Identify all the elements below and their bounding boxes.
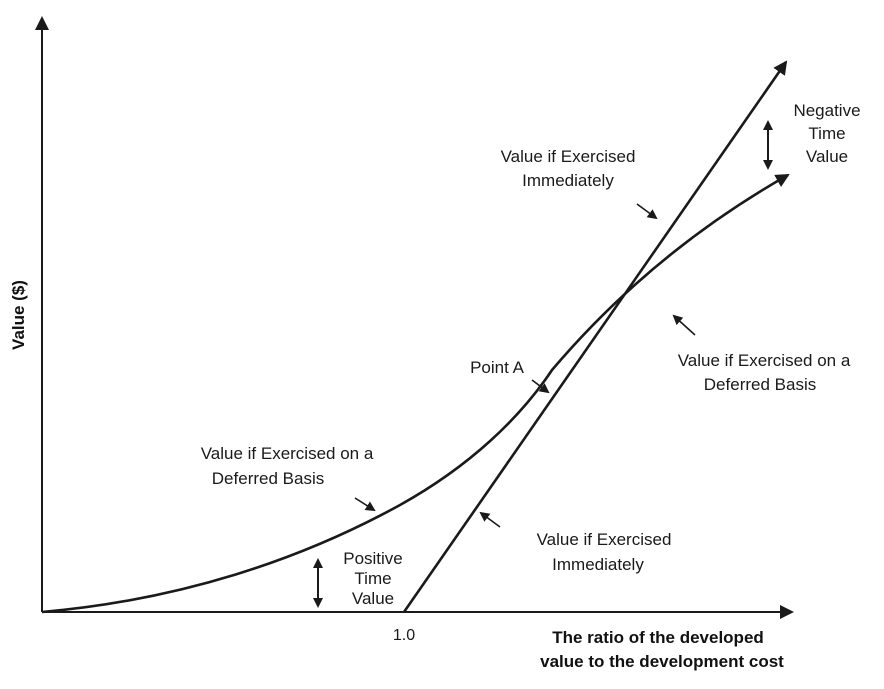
callout-arrow-immediate-upper	[636, 203, 658, 220]
label-immediate-lower-line1: Value if Exercised	[537, 530, 672, 549]
label-positive-time-value-line2: Time	[354, 569, 391, 588]
label-deferred-left-line2: Deferred Basis	[212, 469, 324, 488]
immediate-value-line	[402, 60, 788, 613]
label-point-a: Point A	[470, 358, 525, 377]
callout-arrow-deferred-left	[354, 497, 376, 512]
label-immediate-upper-line2: Immediately	[522, 171, 614, 190]
label-negative-time-value-line2: Time	[808, 124, 845, 143]
deferred-value-curve	[41, 173, 790, 614]
label-negative-time-value-line1: Negative	[793, 101, 860, 120]
label-deferred-left-line1: Value if Exercised on a	[201, 444, 374, 463]
x-axis-label-line2: value to the development cost	[540, 652, 784, 671]
x-tick-label: 1.0	[393, 627, 415, 644]
callout-arrow-point-a	[531, 379, 550, 394]
label-negative-time-value-line3: Value	[806, 147, 848, 166]
label-positive-time-value-line3: Value	[352, 589, 394, 608]
label-positive-time-value-line1: Positive	[343, 549, 403, 568]
label-deferred-right-line2: Deferred Basis	[704, 375, 816, 394]
label-deferred-right-line1: Value if Exercised on a	[678, 351, 851, 370]
callout-arrow-immediate-lower	[479, 511, 501, 528]
x-axis-label-line1: The ratio of the developed	[552, 628, 764, 647]
label-immediate-upper-line1: Value if Exercised	[501, 147, 636, 166]
y-axis-label: Value ($)	[9, 280, 28, 350]
callout-arrow-deferred-right	[672, 314, 696, 336]
label-immediate-lower-line2: Immediately	[552, 555, 644, 574]
